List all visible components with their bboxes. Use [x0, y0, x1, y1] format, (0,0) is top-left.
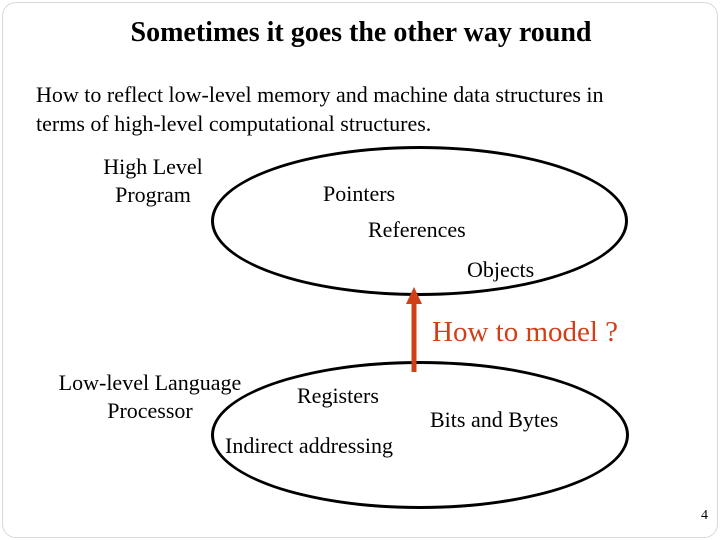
low-level-processor-label: Low-level Language Processor: [58, 370, 242, 423]
item-references: References: [368, 217, 466, 242]
high-level-ellipse: [211, 146, 628, 296]
item-bits-and-bytes: Bits and Bytes: [430, 407, 559, 432]
page-number: 4: [701, 508, 708, 523]
high-level-program-label: High Level Program: [103, 154, 203, 207]
low-level-ellipse: [211, 361, 629, 509]
item-pointers: Pointers: [323, 181, 396, 206]
slide-title: Sometimes it goes the other way round: [130, 17, 592, 48]
item-objects: Objects: [467, 257, 535, 282]
intro-text: How to reflect low-level memory and mach…: [36, 82, 604, 136]
up-arrow-icon: [406, 287, 422, 372]
how-to-model-label: How to model ?: [432, 316, 619, 348]
item-indirect-addressing: Indirect addressing: [225, 433, 393, 458]
item-registers: Registers: [297, 383, 379, 408]
